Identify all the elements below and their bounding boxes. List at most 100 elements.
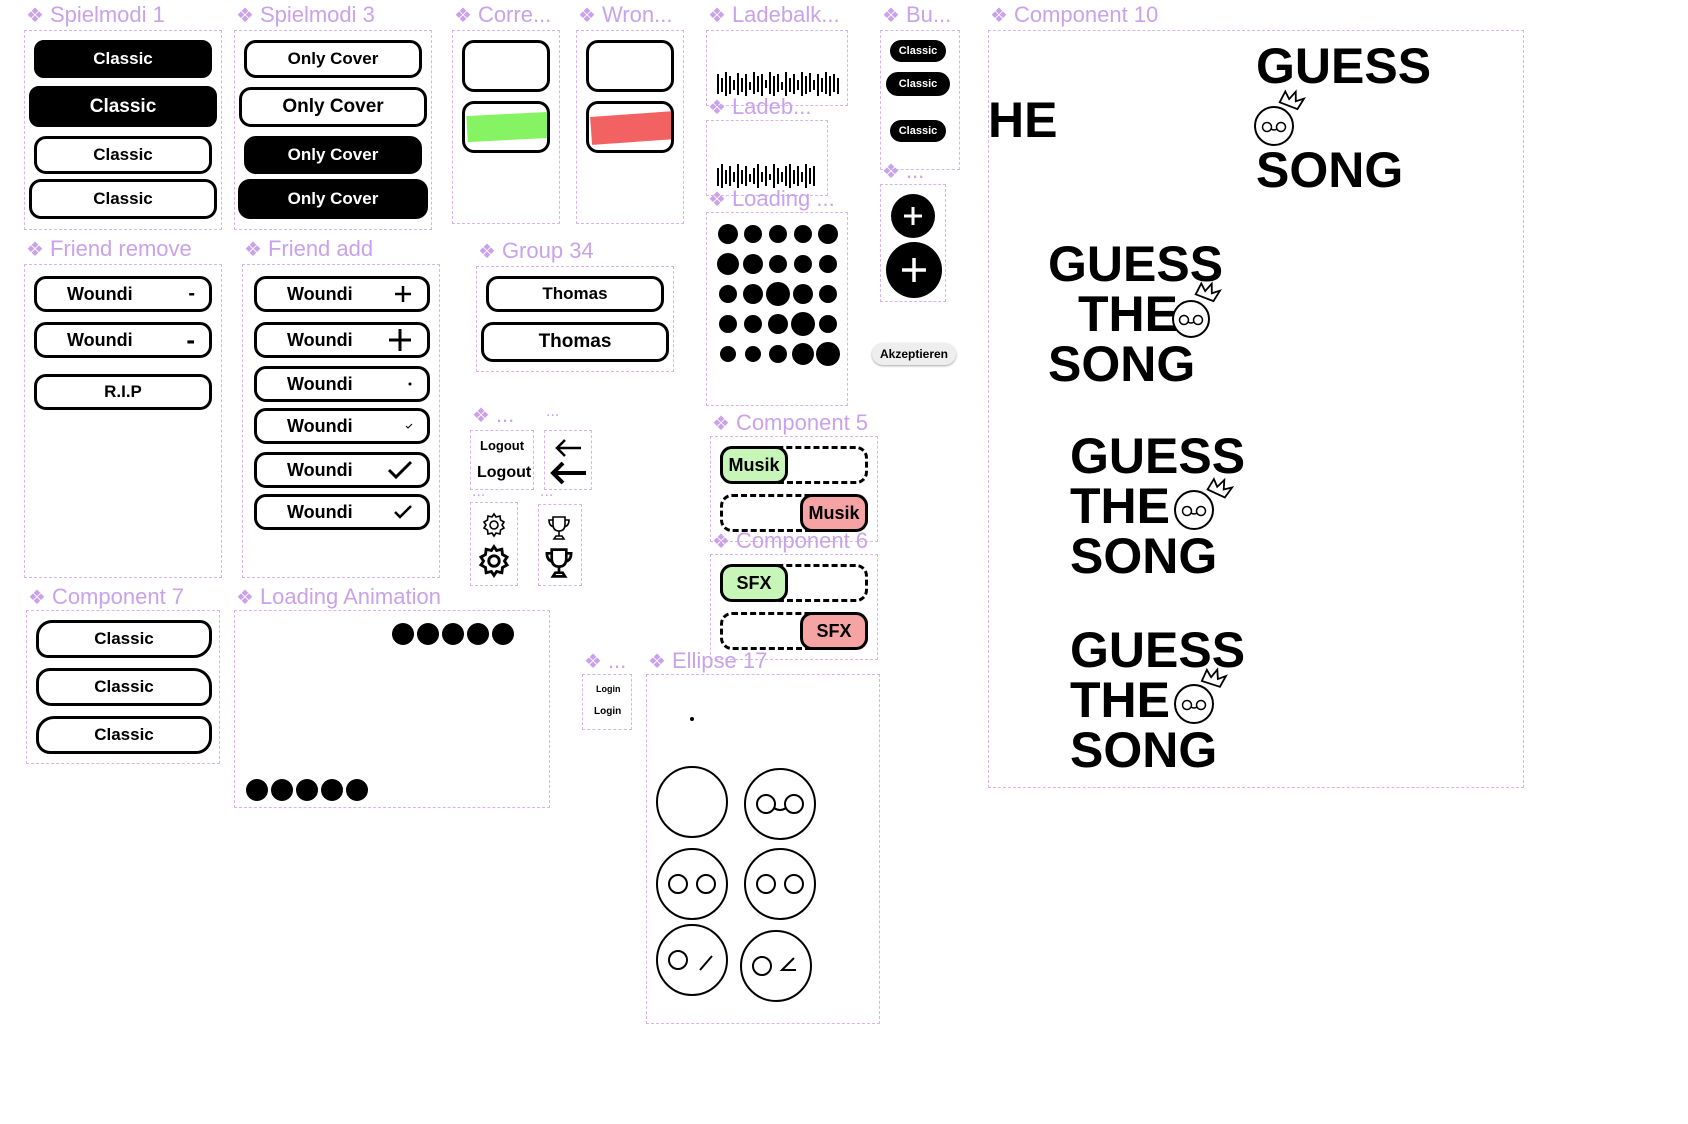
friend-add-row-3[interactable]: Woundi — [254, 366, 430, 402]
friend-remove-row-2[interactable]: Woundi - — [34, 322, 212, 358]
logo-3-song: SONG — [1070, 528, 1218, 584]
classic-pill-1[interactable]: Classic — [890, 40, 946, 62]
remove-friend-button[interactable]: - — [186, 324, 195, 355]
frame-label-back: ... — [546, 403, 560, 420]
frame-plus-buttons — [880, 184, 946, 302]
thomas-button-2[interactable]: Thomas — [481, 322, 669, 362]
thomas-button-1[interactable]: Thomas — [486, 276, 664, 312]
only-cover-button-1[interactable]: Only Cover — [244, 40, 422, 78]
friend-remove-row-1[interactable]: Woundi - — [34, 276, 212, 312]
login-link-small[interactable]: Login — [596, 684, 621, 694]
frame-label-group34: ❖Group 34 — [478, 238, 594, 263]
frame-label-spielmodi3: ❖Spielmodi 3 — [236, 2, 375, 27]
logo-1-face — [1254, 106, 1294, 146]
only-cover-button-3[interactable]: Only Cover — [244, 136, 422, 174]
frame-spielmodi1 — [24, 30, 222, 230]
only-cover-button-2[interactable]: Only Cover — [239, 87, 427, 127]
add-button-small[interactable] — [891, 194, 935, 238]
sfx-toggle-on-knob: SFX — [720, 564, 788, 602]
check-icon-loading — [408, 382, 412, 386]
login-link-large[interactable]: Login — [594, 706, 622, 717]
logo-3-the: THE — [1070, 478, 1170, 534]
check-icon — [387, 460, 413, 480]
trophy-icon[interactable] — [546, 514, 572, 542]
classic-sketch-button-1[interactable]: Classic — [36, 620, 212, 658]
classic-sketch-button-3[interactable]: Classic — [36, 716, 212, 754]
frame-label-login: ❖... — [584, 648, 627, 673]
arrow-left-icon[interactable] — [553, 438, 583, 458]
check-icon — [394, 505, 412, 519]
frame-label-loading-animation: ❖Loading Animation — [236, 584, 441, 609]
frame-label-correct: ❖Corre... — [454, 2, 552, 27]
loading-dot — [492, 623, 514, 645]
loading-dot-grid — [716, 222, 840, 372]
crown-icon — [1200, 667, 1228, 688]
loading-dot — [818, 224, 838, 244]
logo-2-song: SONG — [1048, 336, 1196, 392]
answer-box-correct[interactable] — [462, 101, 550, 153]
plus-icon[interactable] — [387, 327, 413, 353]
trophy-icon[interactable] — [543, 546, 575, 580]
logo-3-face — [1174, 490, 1214, 530]
friend-add-row-5[interactable]: Woundi — [254, 452, 430, 488]
classic-button-4[interactable]: Classic — [29, 179, 217, 219]
loading-animation-dots-top — [392, 622, 516, 646]
wrong-highlight — [590, 111, 671, 145]
loading-dot — [794, 225, 812, 243]
check-icon-tiny — [405, 423, 413, 429]
frame-spielmodi3 — [234, 30, 432, 230]
friend-name: Woundi — [287, 459, 353, 480]
plus-icon — [902, 258, 926, 282]
plus-icon[interactable] — [393, 284, 413, 304]
frame-ellipse17 — [646, 674, 880, 1024]
friend-add-row-1[interactable]: Woundi — [254, 276, 430, 312]
frame-component7 — [26, 610, 220, 764]
classic-pill-2[interactable]: Classic — [886, 72, 950, 96]
add-button-large[interactable] — [886, 242, 942, 298]
classic-pill-3[interactable]: Classic — [890, 120, 946, 142]
answer-box-wrong[interactable] — [586, 101, 674, 153]
loading-dot — [819, 315, 837, 333]
logout-link-large[interactable]: Logout — [477, 464, 532, 481]
frame-logout — [470, 430, 534, 490]
loading-dot — [246, 779, 268, 801]
answer-box-empty-correct[interactable] — [462, 40, 550, 92]
akzeptieren-button[interactable]: Akzeptieren — [872, 343, 956, 365]
classic-button-2[interactable]: Classic — [29, 86, 217, 127]
frame-label-wrong: ❖Wron... — [578, 2, 673, 27]
frame-label-component6: ❖Component 6 — [712, 528, 869, 553]
only-cover-button-4[interactable]: Only Cover — [238, 179, 428, 219]
frame-loading-grid — [706, 212, 848, 406]
loading-dot — [769, 345, 787, 363]
classic-button-1[interactable]: Classic — [34, 40, 212, 78]
face-empty — [656, 766, 728, 838]
logout-link-small[interactable]: Logout — [480, 438, 525, 453]
remove-friend-button[interactable]: - — [188, 282, 195, 305]
loading-dot — [792, 343, 814, 365]
gear-icon[interactable] — [477, 544, 511, 578]
face-neutral — [656, 848, 728, 920]
friend-add-row-6[interactable]: Woundi — [254, 494, 430, 530]
frame-wrong — [576, 30, 684, 224]
loading-dot — [719, 285, 737, 303]
loading-dot — [720, 346, 736, 362]
frame-label-ellipse17: ❖Ellipse 17 — [648, 648, 768, 673]
loading-dot — [296, 779, 318, 801]
loading-dot — [794, 255, 812, 273]
loading-dot — [769, 255, 787, 273]
logo-partial-text: HE — [988, 92, 1058, 148]
frame-label-buttons: ❖Bu... — [882, 2, 952, 27]
classic-sketch-button-2[interactable]: Classic — [36, 668, 212, 706]
frame-friend-remove — [24, 264, 222, 578]
answer-box-empty-wrong[interactable] — [586, 40, 674, 92]
logo-1-guess: GUESS — [1256, 38, 1432, 94]
gear-icon[interactable] — [481, 512, 507, 538]
classic-button-3[interactable]: Classic — [34, 136, 212, 174]
frame-label-spielmodi1: ❖Spielmodi 1 — [26, 2, 165, 27]
friend-add-row-2[interactable]: Woundi — [254, 322, 430, 358]
loading-dot — [819, 255, 837, 273]
arrow-left-icon[interactable] — [548, 460, 588, 486]
rip-button[interactable]: R.I.P — [34, 374, 212, 410]
friend-add-row-4[interactable]: Woundi — [254, 408, 430, 444]
frame-friend-add — [242, 264, 440, 578]
